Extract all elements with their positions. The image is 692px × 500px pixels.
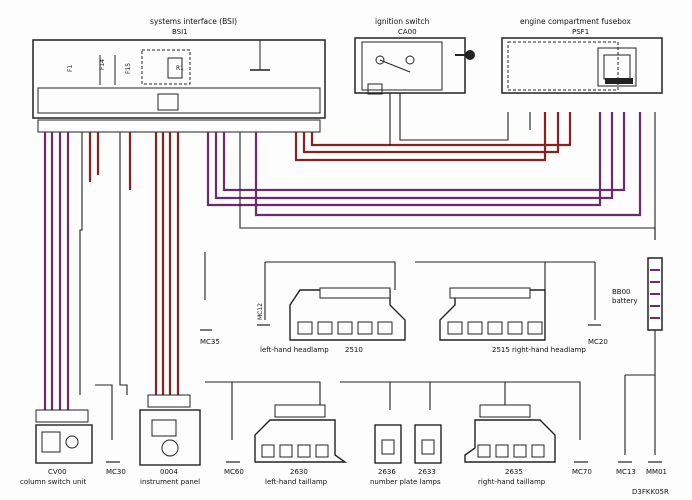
ignition-code: CA00: [398, 28, 417, 36]
ignition-switch: [354, 37, 475, 95]
purple-wires: [43, 112, 642, 410]
fusebox-title: engine compartment fusebox: [520, 17, 631, 26]
ground-mc20: MC20: [588, 338, 608, 346]
ground-symbols: [106, 324, 662, 463]
instrument-code: 0004: [160, 468, 178, 476]
bsi-module: [32, 39, 326, 133]
fuse-f15-label: F15: [125, 63, 132, 74]
fuse-f14-label: F14: [99, 59, 106, 70]
fusebox: [501, 37, 663, 94]
ground-mc35: MC35: [200, 338, 220, 346]
instrument-panel: [139, 394, 201, 466]
lh-taillamp-code: 2630: [290, 468, 308, 476]
lh-taillamp: [254, 404, 348, 463]
ignition-title: ignition switch: [375, 17, 430, 26]
ground-mm01: MM01: [646, 468, 667, 476]
ground-mc12: MC12: [257, 303, 264, 320]
ground-mc60: MC60: [224, 468, 244, 476]
np-code-2: 2633: [418, 468, 436, 476]
number-plate-lamps: [374, 424, 442, 464]
ground-mc70: MC70: [572, 468, 592, 476]
battery-label: battery: [612, 297, 638, 305]
np-code-1: 2636: [378, 468, 396, 476]
column-switch-label: column switch unit: [20, 478, 86, 486]
battery: [647, 257, 663, 331]
lh-headlamp-code: 2510: [345, 346, 363, 354]
rh-headlamp-code: 2515: [492, 346, 510, 354]
rh-headlamp-label: right-hand headlamp: [512, 346, 586, 354]
battery-code: BB00: [612, 288, 631, 296]
lh-headlamp: [289, 287, 406, 341]
red-wires: [88, 112, 572, 395]
bsi-title: systems interface (BSI): [150, 17, 237, 26]
bsi-code: BSI1: [172, 28, 188, 36]
fusebox-code: PSF1: [572, 28, 589, 36]
lh-taillamp-label: left-hand taillamp: [265, 478, 328, 486]
column-switch-unit: [35, 409, 93, 464]
lh-headlamp-label: left-hand headlamp: [260, 346, 329, 354]
ground-mc13: MC13: [616, 468, 636, 476]
rh-taillamp-code: 2635: [505, 468, 523, 476]
rh-headlamp: [439, 287, 546, 341]
ground-mc30: MC30: [106, 468, 126, 476]
number-plate-label: number plate lamps: [370, 478, 441, 486]
dark-wires: [79, 93, 656, 455]
instrument-label: instrument panel: [140, 478, 200, 486]
drawing-reference: D3FKK05R: [632, 488, 669, 496]
column-switch-code: CV00: [48, 468, 67, 476]
fuse-f1-label: F1: [67, 65, 74, 72]
relay-r1-label: R1: [176, 65, 184, 72]
rh-taillamp-label: right-hand taillamp: [478, 478, 546, 486]
rh-taillamp: [464, 404, 556, 463]
